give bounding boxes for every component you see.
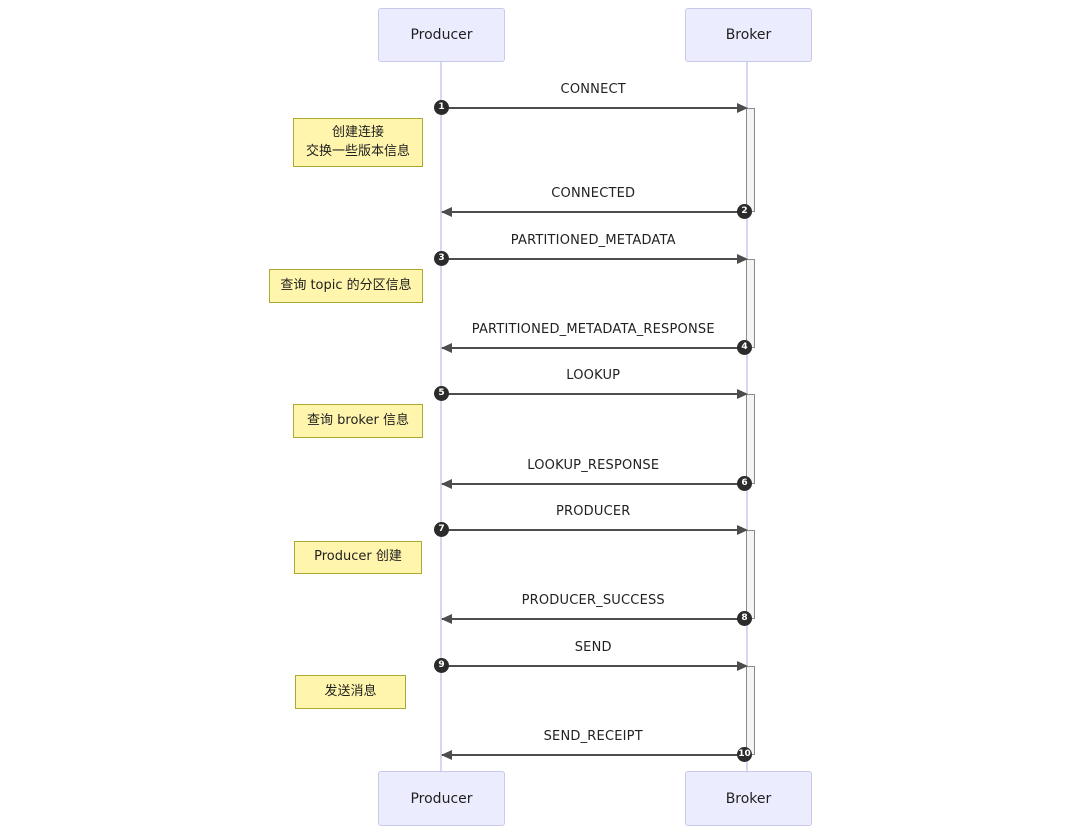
note-5: 发送消息 [295, 675, 406, 709]
arrowhead-right-icon [737, 103, 748, 113]
message-arrow-10 [441, 754, 746, 756]
message-label-3: PARTITIONED_METADATA [510, 233, 676, 248]
message-arrow-4 [441, 347, 746, 349]
arrowhead-right-icon [737, 661, 748, 671]
message-number-badge-9: 9 [434, 658, 449, 673]
note-line: 查询 topic 的分区信息 [280, 277, 412, 293]
note-line: 创建连接 [331, 124, 384, 140]
activation-bar-4 [746, 530, 755, 619]
arrowhead-left-icon [440, 343, 452, 353]
arrowhead-right-icon [737, 525, 748, 535]
message-label-9: SEND [574, 640, 612, 655]
message-arrow-9 [441, 665, 746, 667]
lifeline-producer [439, 62, 442, 771]
activation-bar-2 [746, 259, 755, 348]
message-label-5: LOOKUP [566, 368, 621, 383]
arrowhead-left-icon [440, 207, 452, 217]
message-label-6: LOOKUP_RESPONSE [527, 458, 660, 473]
arrowhead-right-icon [737, 254, 748, 264]
actor-bottom-producer: Producer [378, 771, 505, 826]
arrowhead-left-icon [440, 750, 452, 760]
message-number-badge-5: 5 [434, 386, 449, 401]
actor-top-broker: Broker [685, 8, 812, 62]
activation-bar-5 [746, 666, 755, 755]
message-number-badge-8: 8 [737, 611, 752, 626]
message-arrow-7 [441, 529, 746, 531]
note-line: Producer 创建 [314, 549, 402, 565]
note-2: 查询 topic 的分区信息 [269, 269, 423, 303]
message-number-badge-6: 6 [737, 476, 752, 491]
message-arrow-3 [441, 258, 746, 260]
message-label-10: SEND_RECEIPT [543, 729, 643, 744]
note-1: 创建连接交换一些版本信息 [293, 118, 423, 167]
message-arrow-5 [441, 393, 746, 395]
message-label-4: PARTITIONED_METADATA_RESPONSE [471, 322, 715, 337]
note-4: Producer 创建 [294, 541, 422, 574]
arrowhead-left-icon [440, 614, 452, 624]
message-number-badge-7: 7 [434, 522, 449, 537]
activation-bar-1 [746, 108, 755, 212]
message-label-2: CONNECTED [551, 186, 636, 201]
message-number-badge-3: 3 [434, 251, 449, 266]
message-number-badge-4: 4 [737, 340, 752, 355]
message-arrow-2 [441, 211, 746, 213]
message-label-8: PRODUCER_SUCCESS [521, 593, 665, 608]
message-label-7: PRODUCER [555, 504, 631, 519]
message-number-badge-10: 10 [737, 747, 752, 762]
note-3: 查询 broker 信息 [293, 404, 423, 438]
note-line: 查询 broker 信息 [307, 412, 409, 428]
message-label-1: CONNECT [560, 82, 626, 97]
arrowhead-right-icon [737, 389, 748, 399]
message-number-badge-1: 1 [434, 100, 449, 115]
actor-bottom-broker: Broker [685, 771, 812, 826]
activation-bar-3 [746, 394, 755, 484]
note-line: 交换一些版本信息 [305, 143, 410, 159]
message-number-badge-2: 2 [737, 204, 752, 219]
arrowhead-left-icon [440, 479, 452, 489]
actor-top-producer: Producer [378, 8, 505, 62]
message-arrow-1 [441, 107, 746, 109]
message-arrow-8 [441, 618, 746, 620]
note-line: 发送消息 [324, 683, 377, 699]
message-arrow-6 [441, 483, 746, 485]
